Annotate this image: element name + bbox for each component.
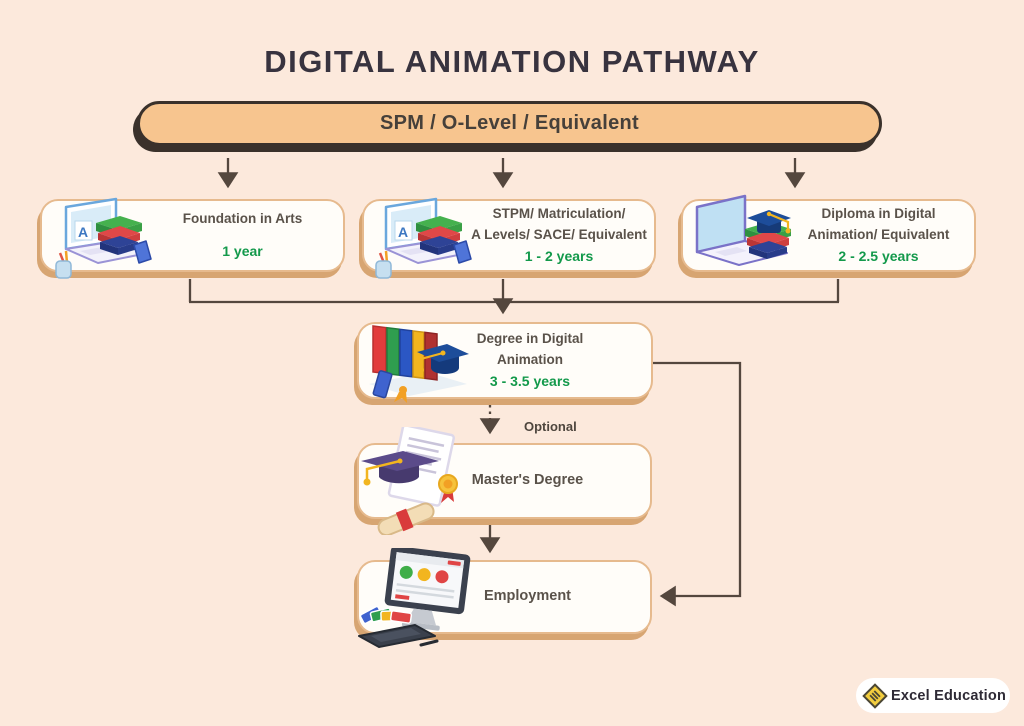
node-masters-degree: Master's Degree [357,427,652,535]
node-duration: 3 - 3.5 years [489,373,571,390]
certificate-gradcap-icon [361,427,458,535]
node-employment: Employment [357,548,652,648]
node-title: Foundation in Arts [182,211,303,227]
node-duration: 2 - 2.5 years [838,248,919,265]
laptop-books-icon: A [375,197,472,279]
node-masters-text: Master's Degree [405,445,650,517]
node-duration: 1 year [222,242,263,259]
node-title: Degree in Digital [476,330,584,346]
node-title-line2: Animation [497,352,563,368]
node-degree-text: Degree in Digital Animation 3 - 3.5 year… [409,324,651,397]
node-spm-olevel: SPM / O-Level / Equivalent [137,101,882,146]
node-duration: 1 - 2 years [524,248,594,265]
node-stpm-text: STPM/ Matriculation/ A Levels/ SACE/ Equ… [464,201,654,270]
node-title: Employment [483,588,571,605]
node-title: Master's Degree [471,472,584,489]
page-title: DIGITAL ANIMATION PATHWAY [264,44,760,79]
node-diploma-text: Diploma in Digital Animation/ Equivalent… [783,201,974,270]
node-degree-digital-animation: Degree in Digital Animation 3 - 3.5 year… [357,322,653,403]
node-title-line2: A Levels/ SACE/ Equivalent [471,227,647,243]
node-title: Diploma in Digital [821,205,936,221]
node-title: STPM/ Matriculation/ [492,205,626,221]
node-employment-text: Employment [405,562,650,632]
laptop-books-icon: A [55,197,152,279]
diamond-logo-icon [862,682,888,709]
excel-education-logo-badge: Excel Education [856,678,1010,713]
node-stpm-matriculation: A STPM/ Matriculation/ A Levels/ SACE/ E… [362,197,656,279]
monitor-design-icon [358,548,471,648]
node-spm-olevel-label: SPM / O-Level / Equivalent [380,112,639,134]
node-foundation-text: Foundation in Arts 1 year [142,201,343,270]
node-title-line2: Animation/ Equivalent [807,227,950,243]
line-degree-to-employment-loop [653,361,742,607]
node-foundation-in-arts: A Foundation in Arts 1 year [40,197,345,279]
svg-text:A: A [78,224,88,240]
node-diploma-digital-animation: Diploma in Digital Animation/ Equivalent… [681,194,976,272]
logo-text: Excel Education [891,687,1007,704]
laptop-gradcap-icon [695,194,791,266]
svg-text:A: A [398,224,408,240]
optional-label: Optional [524,419,577,434]
books-gradcap-icon [369,325,469,403]
